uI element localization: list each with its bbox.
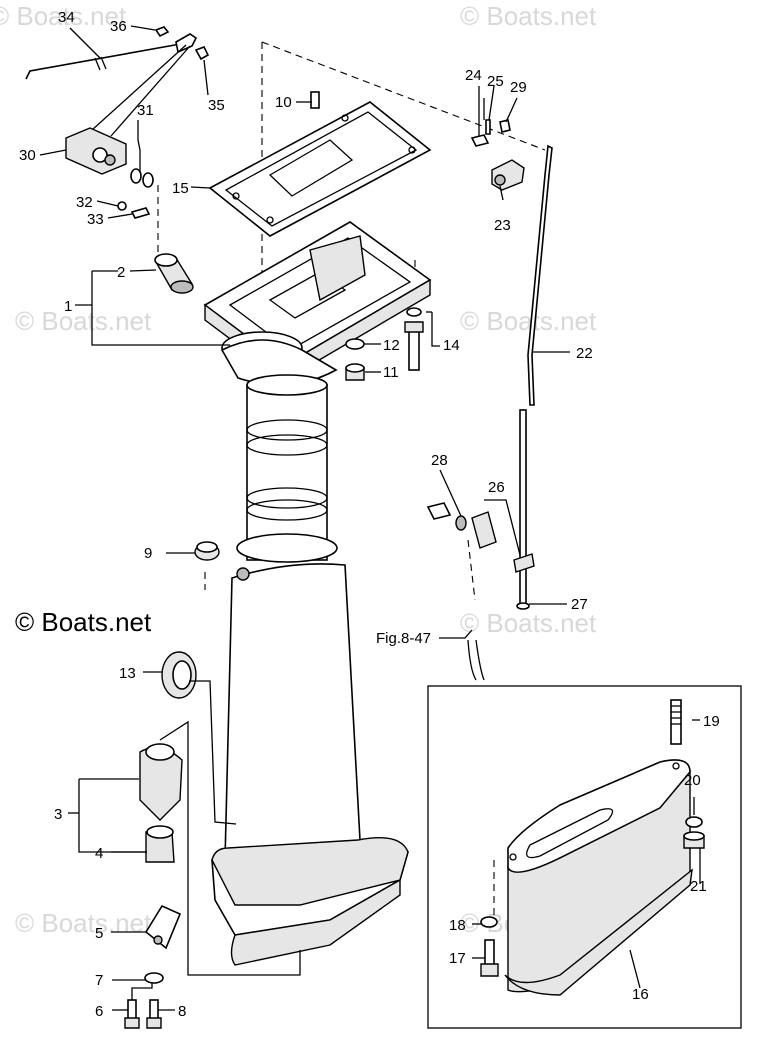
- shift-bracket-assembly: [426, 502, 535, 681]
- gasket-part: [208, 101, 432, 237]
- pin-part: [310, 91, 320, 109]
- clip-part: [154, 26, 170, 38]
- callout-26: 26: [488, 479, 505, 496]
- callout-1: 1: [64, 298, 72, 315]
- clamp-part: [491, 159, 525, 191]
- callout-11: 11: [383, 364, 399, 381]
- callout-34: 34: [58, 9, 75, 26]
- connector-part: [513, 553, 535, 573]
- callout-4: 4: [95, 845, 103, 862]
- grommet-part-13: [161, 651, 197, 699]
- bolt-part-28: [426, 502, 452, 520]
- callout-35: 35: [208, 97, 225, 114]
- inset-box: [427, 685, 742, 1029]
- watermark-top-right: © Boats.net: [460, 1, 597, 31]
- shift-rod: [516, 144, 553, 610]
- callout-5: 5: [95, 925, 103, 942]
- watermark-mid-right: © Boats.net: [460, 306, 597, 336]
- callout-33: 33: [87, 211, 104, 228]
- callout-29: 29: [510, 79, 527, 96]
- throttle-linkage-assembly: [25, 26, 210, 219]
- watermark-bottom-left: © Boats.net: [15, 908, 152, 938]
- callout-16: 16: [632, 986, 649, 1003]
- watermark-mid-left: © Boats.net: [15, 306, 152, 336]
- link-rod: [25, 42, 187, 80]
- lever-part: [175, 33, 198, 54]
- callout-6: 6: [95, 1003, 103, 1020]
- callout-30: 30: [19, 147, 36, 164]
- callout-18: 18: [449, 917, 466, 934]
- callout-36: 36: [110, 18, 127, 35]
- callout-8: 8: [178, 1003, 186, 1020]
- callout-28: 28: [431, 452, 448, 469]
- bolt-part-24: [470, 134, 490, 147]
- callout-10: 10: [275, 94, 292, 111]
- ball-part: [117, 201, 127, 211]
- callout-31: 31: [137, 102, 154, 119]
- grommet-part: [194, 541, 220, 561]
- callout-7: 7: [95, 972, 103, 989]
- washer-part-12: [345, 338, 365, 350]
- stud-part: [670, 699, 682, 745]
- leader-lines: [39, 25, 701, 1011]
- callout-22: 22: [576, 345, 593, 362]
- pin-part-25: [485, 119, 491, 135]
- clamp-assembly: [470, 86, 525, 191]
- callout-19: 19: [703, 713, 720, 730]
- washer-part-7: [144, 972, 164, 984]
- callout-27: 27: [571, 596, 588, 613]
- callout-15: 15: [172, 180, 189, 197]
- callout-9: 9: [144, 545, 152, 562]
- callout-21: 21: [690, 878, 707, 895]
- shift-rod-upper: [527, 144, 553, 406]
- bolt-part-17: [484, 939, 495, 967]
- background-watermarks: © Boats.net © Boats.net © Boats.net © Bo…: [0, 1, 597, 938]
- screw-part-29: [499, 119, 511, 133]
- callout-20: 20: [684, 772, 701, 789]
- collar-part: [154, 253, 194, 294]
- washer-part-20: [685, 816, 703, 828]
- washer-part-14: [406, 307, 422, 317]
- shaft-housing: [220, 339, 338, 563]
- fastener-group-upper: [345, 307, 424, 381]
- callout-2: 2: [117, 264, 125, 281]
- bolt-part-35: [194, 45, 210, 61]
- watermark-main: © Boats.net: [15, 607, 152, 637]
- watermark-top-left: © Boats.net: [0, 1, 127, 31]
- gasket-assembly: [208, 91, 432, 237]
- callout-25: 25: [487, 73, 504, 90]
- callout-13: 13: [119, 665, 136, 682]
- housing-tube: [246, 384, 328, 561]
- callout-12: 12: [383, 337, 400, 354]
- callout-14: 14: [443, 337, 460, 354]
- callout-fig-ref: Fig.8-47: [376, 630, 431, 647]
- callout-17: 17: [449, 950, 466, 967]
- shift-rod-lower: [519, 409, 527, 606]
- callout-32: 32: [76, 194, 93, 211]
- mount-assembly: [124, 743, 183, 1029]
- bolt-part-14: [408, 329, 420, 371]
- screw-part: [130, 207, 151, 219]
- watermark-lower-right: © Boats.net: [460, 608, 597, 638]
- bolt-part-8: [149, 999, 159, 1021]
- callout-labels: 34 36 35 31 30 32 33 10 15 24 25 29 23 2…: [19, 9, 720, 1020]
- clip-part-26: [471, 511, 497, 549]
- callout-23: 23: [494, 217, 511, 234]
- washer-part-18: [480, 916, 498, 928]
- callout-3: 3: [54, 806, 62, 823]
- bolt-part-6: [127, 999, 137, 1021]
- callout-24: 24: [465, 67, 482, 84]
- lower-casing: [211, 563, 409, 966]
